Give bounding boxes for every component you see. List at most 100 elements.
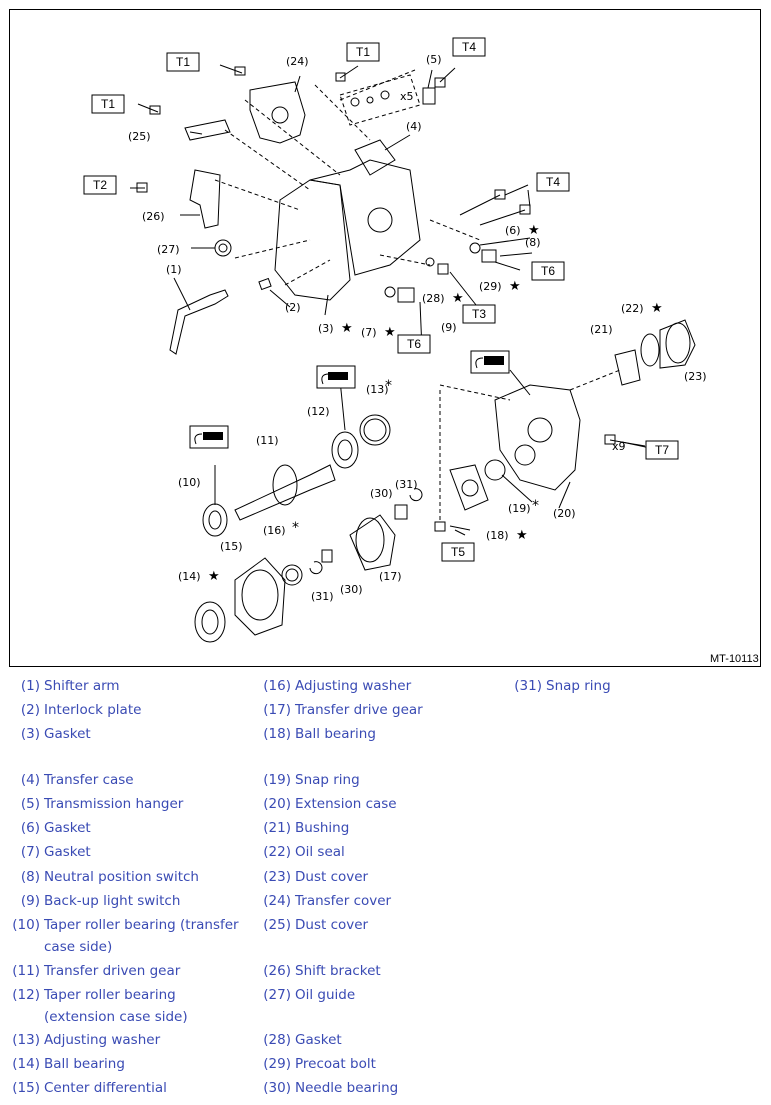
torque-label: T5 (441, 542, 475, 562)
star-icon: ★ (528, 223, 540, 238)
legend-text: Center differential (44, 1080, 167, 1096)
legend-text: Transmission hanger (44, 796, 184, 812)
svg-text:T1: T1 (101, 97, 115, 111)
svg-text:T4: T4 (546, 175, 560, 189)
parts-legend: (1)Shifter arm(2)Interlock plate(3)Gaske… (0, 675, 771, 1105)
star-icon: ★ (516, 528, 528, 543)
legend-number: (17) (263, 702, 291, 718)
legend-number: (30) (263, 1080, 291, 1096)
svg-text:T7: T7 (655, 443, 669, 457)
svg-text:T6: T6 (541, 264, 555, 278)
asterisk-icon: * (532, 498, 539, 514)
quantity-label: x5 (400, 90, 414, 103)
legend-text: Snap ring (546, 678, 611, 694)
quantity-label: x9 (612, 440, 626, 453)
callout-label: (17) (379, 570, 402, 583)
callout-label: (6) (505, 224, 521, 237)
legend-number: (25) (263, 917, 291, 933)
star-icon: ★ (509, 279, 521, 294)
callout-label: (1) (166, 263, 182, 276)
legend-number: (21) (263, 820, 291, 836)
legend-number: (6) (20, 820, 40, 836)
callout-label: (24) (286, 55, 309, 68)
legend-number: (15) (12, 1080, 40, 1096)
legend-text: Gasket (44, 844, 91, 860)
legend-text: Ball bearing (44, 1056, 125, 1072)
legend-text: Gasket (44, 820, 91, 836)
callout-label: (18) (486, 529, 509, 542)
legend-number: (13) (12, 1032, 40, 1048)
legend-number: (11) (12, 963, 40, 979)
transfer-cover-part (249, 81, 306, 144)
legend-number: (26) (263, 963, 291, 979)
legend-number: (2) (20, 702, 40, 718)
gasket-part (274, 179, 351, 301)
star-icon: ★ (452, 291, 464, 306)
callout-label: (28) (422, 292, 445, 305)
callout-label: (12) (307, 405, 330, 418)
callout-label: (4) (406, 120, 422, 133)
asterisk-icon: * (385, 378, 392, 394)
legend-number: (22) (263, 844, 291, 860)
legend-text: Gasket (44, 726, 91, 742)
legend-number: (27) (263, 987, 291, 1003)
legend-text: Oil guide (295, 987, 356, 1003)
legend-number: (19) (263, 772, 291, 788)
legend-number: (12) (12, 987, 40, 1003)
callout-label: (2) (285, 301, 301, 314)
svg-text:T4: T4 (462, 40, 476, 54)
svg-text:T1: T1 (356, 45, 370, 59)
legend-text: Dust cover (295, 917, 369, 933)
callout-label: (31) (395, 478, 418, 491)
torque-label: T1 (166, 52, 200, 72)
callout-label: (20) (553, 507, 576, 520)
legend-text: Transfer cover (295, 893, 392, 909)
transfer-case-part (309, 159, 421, 276)
callout-label: (10) (178, 476, 201, 489)
bolt-icon (130, 64, 646, 532)
svg-text:T6: T6 (407, 337, 421, 351)
torque-label: T6 (531, 261, 565, 281)
torque-label: T1 (346, 42, 380, 62)
legend-text: Transfer driven gear (44, 963, 181, 979)
callout-label: (8) (525, 236, 541, 249)
legend-number: (5) (20, 796, 40, 812)
torque-label: T2 (83, 175, 117, 195)
legend-number: (18) (263, 726, 291, 742)
svg-text:T1: T1 (176, 55, 190, 69)
callout-label: (22) (621, 302, 644, 315)
grease-icon (189, 350, 510, 449)
callout-label: (21) (590, 323, 613, 336)
legend-text: Needle bearing (295, 1080, 399, 1096)
callout-label: (5) (426, 53, 442, 66)
callout-label: (27) (157, 243, 180, 256)
callout-labels: (1)(2)(3)★(4)(5)(6)★(7)★(8)(9)(10)(11)(1… (128, 53, 707, 603)
legend-text: Transfer drive gear (295, 702, 423, 718)
legend-text: Taper roller bearing (extension case sid… (44, 987, 188, 1025)
callout-label: (31) (311, 590, 334, 603)
torque-label: T1 (91, 94, 125, 114)
legend-number: (20) (263, 796, 291, 812)
legend-text: Shift bracket (295, 963, 381, 979)
callout-label: (26) (142, 210, 165, 223)
legend-number: (4) (20, 772, 40, 788)
callout-label: (11) (256, 434, 279, 447)
callout-label: (9) (441, 321, 457, 334)
callout-label: (30) (340, 583, 363, 596)
legend-text: Bushing (295, 820, 350, 836)
legend-number: (8) (20, 869, 40, 885)
legend-text: Neutral position switch (44, 869, 199, 885)
legend-number: (1) (20, 678, 40, 694)
legend-text: Extension case (295, 796, 397, 812)
legend-text: Ball bearing (295, 726, 376, 742)
legend-number: (29) (263, 1056, 291, 1072)
torque-label: T3 (462, 304, 496, 324)
callout-label: (29) (479, 280, 502, 293)
callout-label: (13) (366, 383, 389, 396)
callout-label: (16) (263, 524, 286, 537)
star-icon: ★ (208, 569, 220, 584)
legend-number: (24) (263, 893, 291, 909)
legend-text: Oil seal (295, 844, 345, 860)
legend-text: Shifter arm (44, 678, 120, 694)
